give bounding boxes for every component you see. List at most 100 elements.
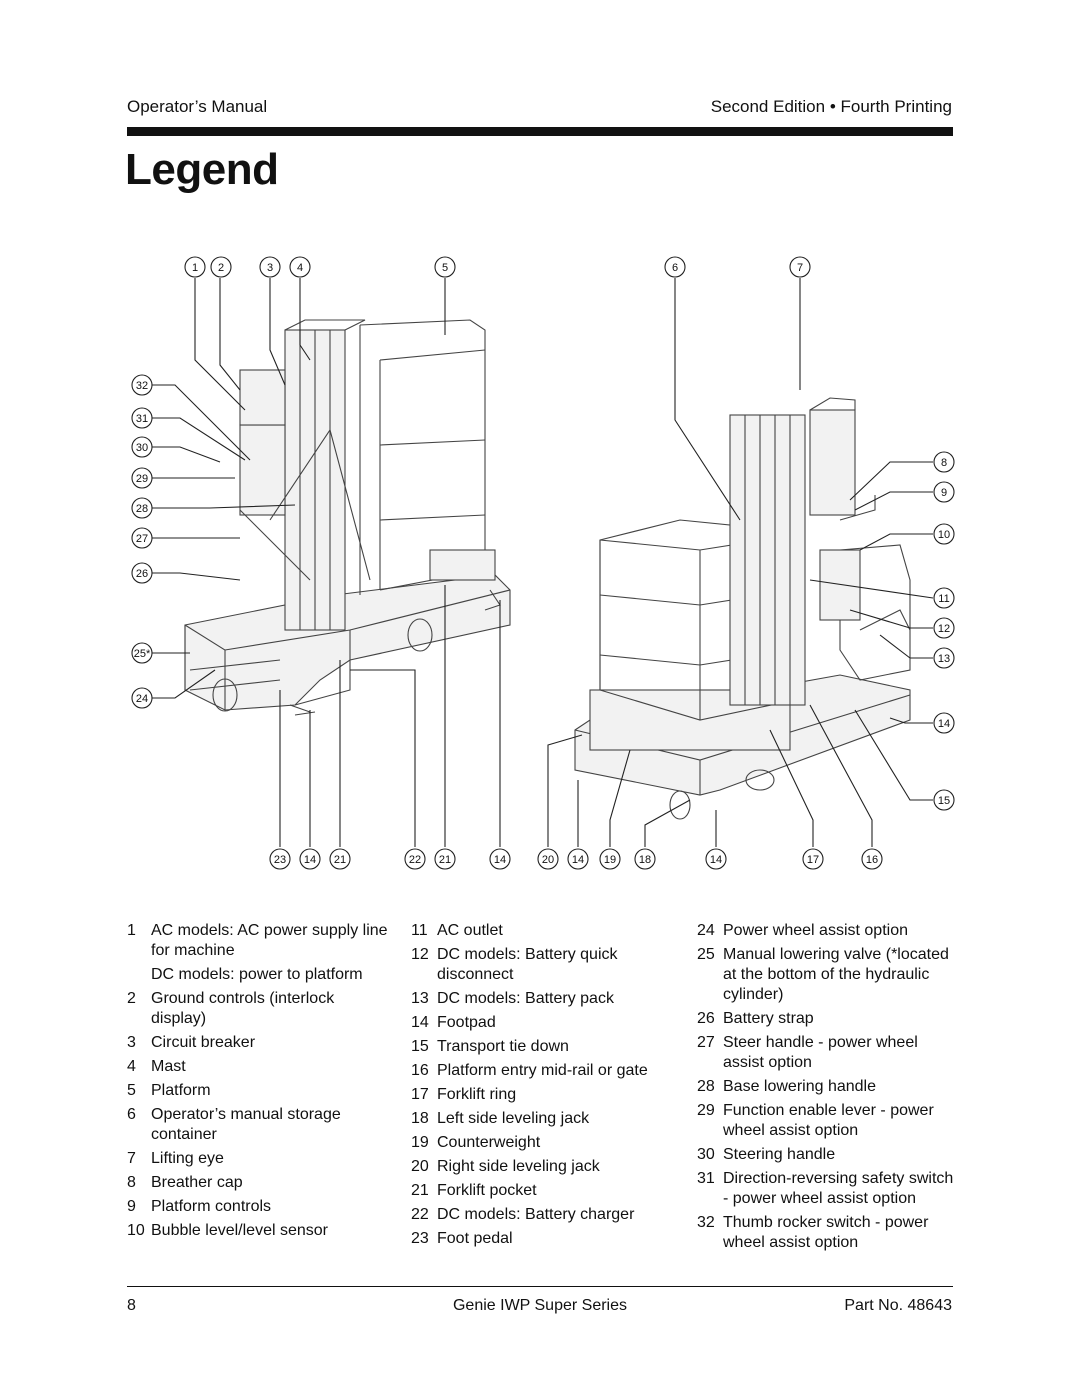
- callout-13: 13: [933, 647, 955, 669]
- machine-diagram: 1 2 3 4 5 6 7 8 9 10 11 12 13 14 15 32 3…: [131, 256, 955, 870]
- svg-text:5: 5: [442, 262, 448, 274]
- callout-20: 20: [537, 848, 559, 870]
- callout-15: 15: [933, 789, 955, 811]
- header-manual-title: Operator’s Manual: [127, 97, 268, 116]
- callout-7: 7: [789, 256, 811, 278]
- svg-text:8: 8: [941, 457, 947, 469]
- svg-text:14: 14: [572, 854, 584, 866]
- callout-11: 11: [933, 587, 955, 609]
- footer-rule: [127, 1286, 953, 1287]
- callout-30: 30: [131, 436, 153, 458]
- svg-text:23: 23: [274, 854, 286, 866]
- svg-text:4: 4: [297, 262, 303, 274]
- callout-19: 19: [599, 848, 621, 870]
- svg-text:31: 31: [136, 413, 148, 425]
- svg-text:25*: 25*: [134, 648, 151, 660]
- callout-1: 1: [184, 256, 206, 278]
- callout-14-b: 14: [489, 848, 511, 870]
- svg-text:14: 14: [494, 854, 506, 866]
- left-machine-illustration: [184, 319, 511, 716]
- callout-17: 17: [802, 848, 824, 870]
- callout-12: 12: [933, 617, 955, 639]
- leader-lines: [152, 278, 934, 847]
- svg-text:19: 19: [604, 854, 616, 866]
- callout-10: 10: [933, 523, 955, 545]
- callout-25: 25*: [131, 642, 153, 664]
- callout-26: 26: [131, 562, 153, 584]
- callout-21-b: 21: [434, 848, 456, 870]
- callout-32: 32: [131, 374, 153, 396]
- svg-text:17: 17: [807, 854, 819, 866]
- callout-4: 4: [289, 256, 311, 278]
- svg-text:14: 14: [710, 854, 722, 866]
- svg-text:21: 21: [334, 854, 346, 866]
- callout-9: 9: [933, 481, 955, 503]
- callout-16: 16: [861, 848, 883, 870]
- svg-text:26: 26: [136, 568, 148, 580]
- svg-text:16: 16: [866, 854, 878, 866]
- legend-subitem: DC models: power to platform: [151, 966, 363, 983]
- svg-text:20: 20: [542, 854, 554, 866]
- svg-text:14: 14: [938, 718, 950, 730]
- svg-text:9: 9: [941, 487, 947, 499]
- svg-text:28: 28: [136, 503, 148, 515]
- callout-18: 18: [634, 848, 656, 870]
- callout-14-a: 14: [299, 848, 321, 870]
- callout-14-d: 14: [705, 848, 727, 870]
- svg-text:15: 15: [938, 795, 950, 807]
- callout-28: 28: [131, 497, 153, 519]
- page-number: 8: [127, 1297, 136, 1314]
- svg-text:24: 24: [136, 693, 148, 705]
- svg-text:12: 12: [938, 623, 950, 635]
- svg-text:3: 3: [267, 262, 273, 274]
- footer-series: Genie IWP Super Series: [452, 1297, 627, 1314]
- header-rule: [127, 127, 953, 136]
- callout-22: 22: [404, 848, 426, 870]
- svg-text:29: 29: [136, 473, 148, 485]
- callout-14-c: 14: [567, 848, 589, 870]
- callout-31: 31: [131, 407, 153, 429]
- callout-29: 29: [131, 467, 153, 489]
- callout-2: 2: [210, 256, 232, 278]
- svg-text:21: 21: [439, 854, 451, 866]
- svg-text:27: 27: [136, 533, 148, 545]
- callout-27: 27: [131, 527, 153, 549]
- callout-3: 3: [259, 256, 281, 278]
- svg-text:18: 18: [639, 854, 651, 866]
- part-number: Part No. 48643: [844, 1297, 952, 1314]
- header-edition: Second Edition • Fourth Printing: [710, 97, 952, 116]
- callout-5: 5: [434, 256, 456, 278]
- callout-23: 23: [269, 848, 291, 870]
- callout-24: 24: [131, 687, 153, 709]
- svg-text:30: 30: [136, 442, 148, 454]
